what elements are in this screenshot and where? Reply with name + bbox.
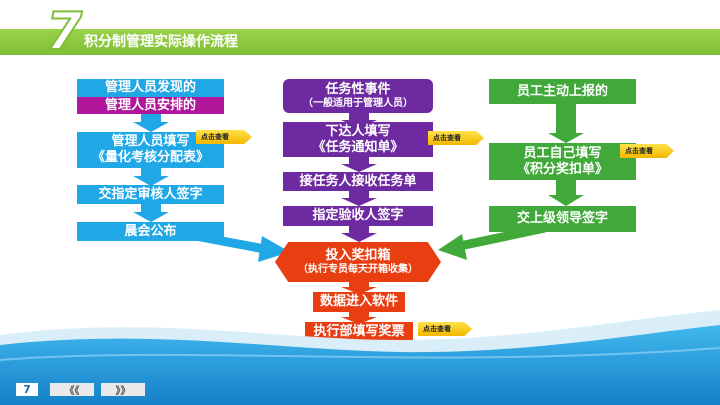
right-box-employee-report: 员工主动上报的 [489, 79, 636, 104]
right-box-employee-fill-line1: 员工自己填写 [523, 145, 602, 161]
view-link-right[interactable]: 点击查看 [620, 144, 674, 158]
middle-box-issuer-fill-line2: 《任务通知单》 [312, 139, 404, 155]
center-box-reward-box-line1: 投入奖扣箱 [325, 248, 391, 264]
center-flow-arrows [341, 282, 377, 324]
center-box-reward-box: 投入奖扣箱 （执行专员每天开箱收集） [275, 242, 441, 282]
next-page-button[interactable]: 》》 [101, 383, 145, 397]
middle-box-issuer-fill: 下达人填写 《任务通知单》 [283, 122, 433, 157]
left-box-fill-form-line2: 《量化考核分配表》 [91, 150, 209, 165]
center-box-fill-ticket: 执行部填写奖票 [305, 322, 413, 342]
middle-box-acceptor-sign: 指定验收人签字 [283, 206, 433, 226]
footer-page-number: 7 [16, 383, 38, 396]
center-box-reward-box-line2: （执行专员每天开箱收集） [298, 263, 418, 275]
middle-box-receive-task: 接任务人接收任务单 [283, 172, 433, 191]
left-box-reviewer-sign: 交指定审核人签字 [77, 185, 224, 204]
header-number: 7 [45, 2, 83, 62]
middle-box-task-event-line1: 任务性事件 [325, 82, 391, 98]
footer-wave [0, 310, 720, 405]
left-box-morning-meeting: 晨会公布 [77, 222, 224, 241]
view-link-center[interactable]: 点击查看 [418, 322, 472, 336]
right-box-employee-fill: 员工自己填写 《积分奖扣单》 [489, 143, 636, 180]
view-link-middle[interactable]: 点击查看 [428, 131, 484, 145]
left-flow-arrows [133, 113, 169, 222]
page-title: 积分制管理实际操作流程 [84, 34, 238, 50]
middle-box-task-event-line2: （一般适用于管理人员） [303, 97, 413, 109]
header-bar [0, 29, 720, 55]
middle-box-task-event: 任务性事件 （一般适用于管理人员） [283, 79, 433, 113]
left-box-manager-arranged: 管理人员安排的 [77, 97, 224, 114]
right-box-employee-fill-line2: 《积分奖扣单》 [516, 161, 608, 177]
left-box-fill-form-line1: 管理人员填写 [111, 134, 190, 150]
center-box-data-software: 数据进入软件 [313, 292, 405, 312]
left-box-manager-found: 管理人员发现的 [77, 79, 224, 97]
view-link-left[interactable]: 点击查看 [196, 130, 252, 144]
right-flow-arrows [548, 104, 584, 206]
middle-box-issuer-fill-line1: 下达人填写 [325, 123, 391, 139]
right-box-superior-sign: 交上级领导签字 [489, 206, 636, 232]
prev-page-button[interactable]: 《《 [50, 383, 94, 397]
